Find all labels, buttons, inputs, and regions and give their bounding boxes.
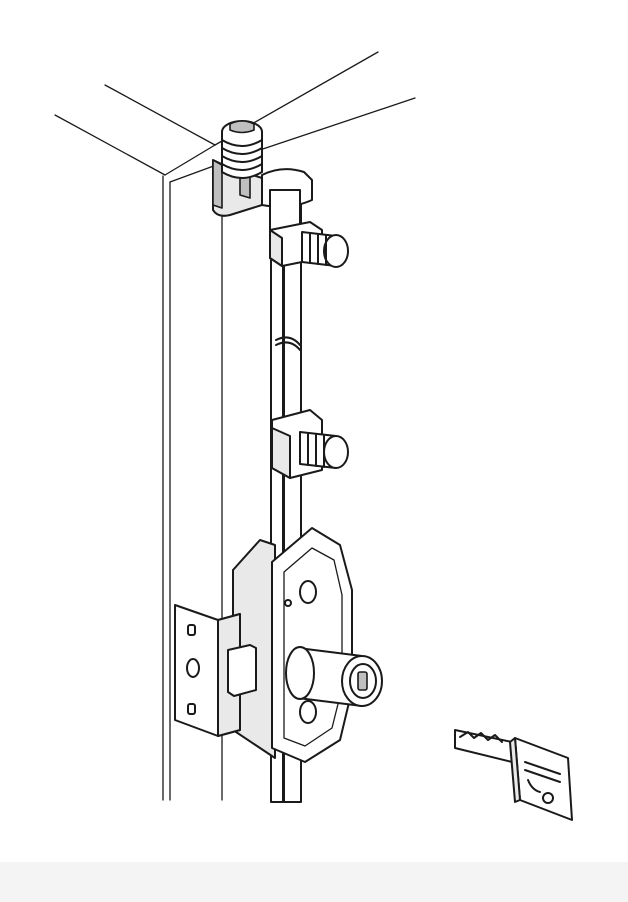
threaded-roller-icon <box>269 221 349 268</box>
threaded-pin-icon <box>221 120 263 179</box>
cylinder-lock-icon <box>285 646 383 707</box>
key-icon <box>454 729 573 821</box>
strike-plate <box>174 604 257 737</box>
footer-strip <box>0 862 628 902</box>
threaded-roller-icon-lower <box>271 409 349 479</box>
